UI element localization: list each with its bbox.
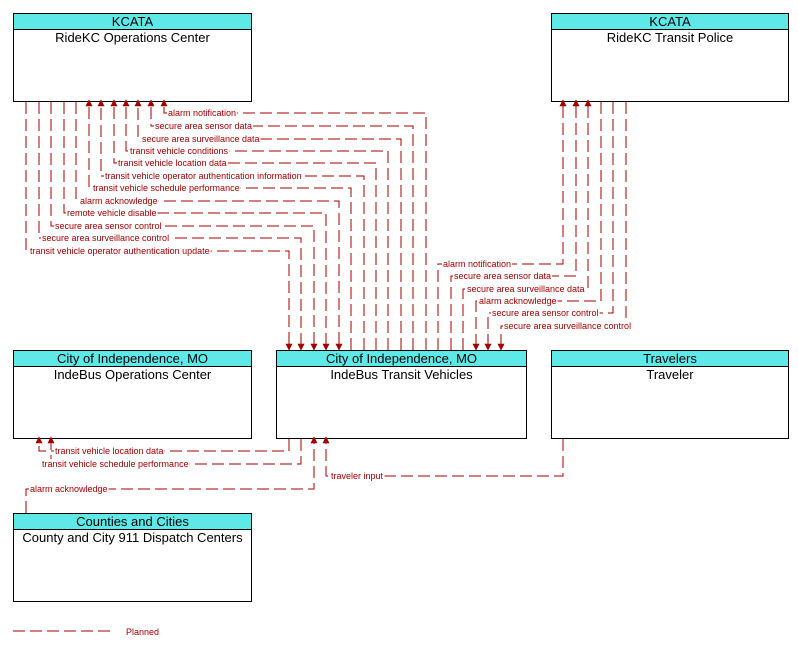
flow-secure-area-sensor-data (147, 99, 414, 350)
flow-alarm-acknowledge (75, 102, 343, 351)
label-backing (54, 221, 163, 231)
flow-label: secure area surveillance data (467, 284, 585, 294)
flow-dispatch-alarm-acknowledge (25, 436, 318, 513)
node-traveler: Travelers Traveler (551, 350, 789, 439)
label-backing (117, 158, 228, 168)
flow-label: traveler input (331, 471, 384, 481)
flow-traveler-input (322, 436, 564, 477)
node-name: Traveler (646, 367, 694, 382)
flow-label: alarm acknowledge (30, 484, 108, 494)
node-owner: City of Independence, MO (14, 351, 251, 367)
node-ridekc-operations-center: KCATA RideKC Operations Center (13, 13, 252, 102)
flow-transit-vehicle-location-data (110, 99, 377, 350)
node-name: IndeBus Transit Vehicles (330, 367, 473, 382)
label-backing (79, 196, 159, 206)
label-backing (478, 296, 558, 306)
label-backing (54, 446, 165, 456)
node-911-dispatch-centers: Counties and Cities County and City 911 … (13, 513, 252, 602)
flow-label: secure area surveillance control (504, 321, 631, 331)
node-indebus-operations-center: City of Independence, MO IndeBus Operati… (13, 350, 252, 439)
label-backing (41, 459, 190, 469)
flow-label: transit vehicle location data (55, 446, 164, 456)
flow-transit-vehicle-conditions (122, 99, 389, 350)
flow-label: remote vehicle disable (67, 208, 157, 218)
flow-label: alarm notification (443, 259, 511, 269)
flow-alarm-notification (160, 99, 427, 350)
label-backing (129, 146, 230, 156)
node-name: RideKC Transit Police (606, 30, 734, 45)
flow-secure-area-surveillance-data (134, 99, 402, 350)
flow-label: secure area surveillance data (142, 134, 260, 144)
flow-police-secure-area-surveillance-control (497, 102, 627, 351)
label-backing (141, 134, 261, 144)
flow-remote-vehicle-disable (63, 102, 330, 351)
node-owner: KCATA (552, 14, 788, 30)
flow-label: transit vehicle operator authentication … (105, 171, 302, 181)
flow-label: secure area sensor control (492, 308, 599, 318)
legend-label: Planned (126, 627, 159, 637)
label-backing (503, 321, 633, 331)
node-name: RideKC Operations Center (55, 30, 210, 45)
label-backing (29, 246, 211, 256)
node-ridekc-transit-police: KCATA RideKC Transit Police (551, 13, 789, 102)
flow-label: alarm acknowledge (80, 196, 158, 206)
label-backing (330, 471, 385, 481)
label-backing (66, 208, 158, 218)
label-backing (154, 121, 254, 131)
node-name: County and City 911 Dispatch Centers (22, 530, 243, 545)
flow-label: secure area sensor data (155, 121, 252, 131)
label-backing (92, 183, 241, 193)
flow-police-alarm-notification (437, 99, 567, 350)
label-backing (491, 308, 600, 318)
label-backing (453, 271, 553, 281)
flow-label: transit vehicle conditions (130, 146, 229, 156)
label-backing (167, 108, 238, 118)
node-owner: Counties and Cities (14, 514, 251, 530)
node-owner: KCATA (14, 14, 251, 30)
flow-label: alarm acknowledge (479, 296, 557, 306)
label-backing (41, 233, 171, 243)
flow-label: secure area surveillance control (42, 233, 169, 243)
flow-label: transit vehicle location data (118, 158, 227, 168)
flow-secure-area-sensor-control (50, 102, 318, 351)
label-backing (442, 259, 513, 269)
node-name: IndeBus Operations Center (53, 367, 212, 382)
node-owner: City of Independence, MO (277, 351, 526, 367)
flow-label: secure area sensor control (55, 221, 162, 231)
label-backing (29, 484, 109, 494)
flow-label: alarm notification (168, 108, 236, 118)
flow-label: transit vehicle schedule performance (93, 183, 240, 193)
flow-label: transit vehicle operator authentication … (30, 246, 210, 256)
flow-label: secure area sensor data (454, 271, 551, 281)
label-backing (104, 171, 303, 181)
flow-label: transit vehicle schedule performance (42, 459, 189, 469)
flow-operator-authentication-information (97, 99, 365, 350)
label-backing (466, 284, 586, 294)
node-indebus-transit-vehicles: City of Independence, MO IndeBus Transit… (276, 350, 527, 439)
node-owner: Travelers (552, 351, 788, 367)
